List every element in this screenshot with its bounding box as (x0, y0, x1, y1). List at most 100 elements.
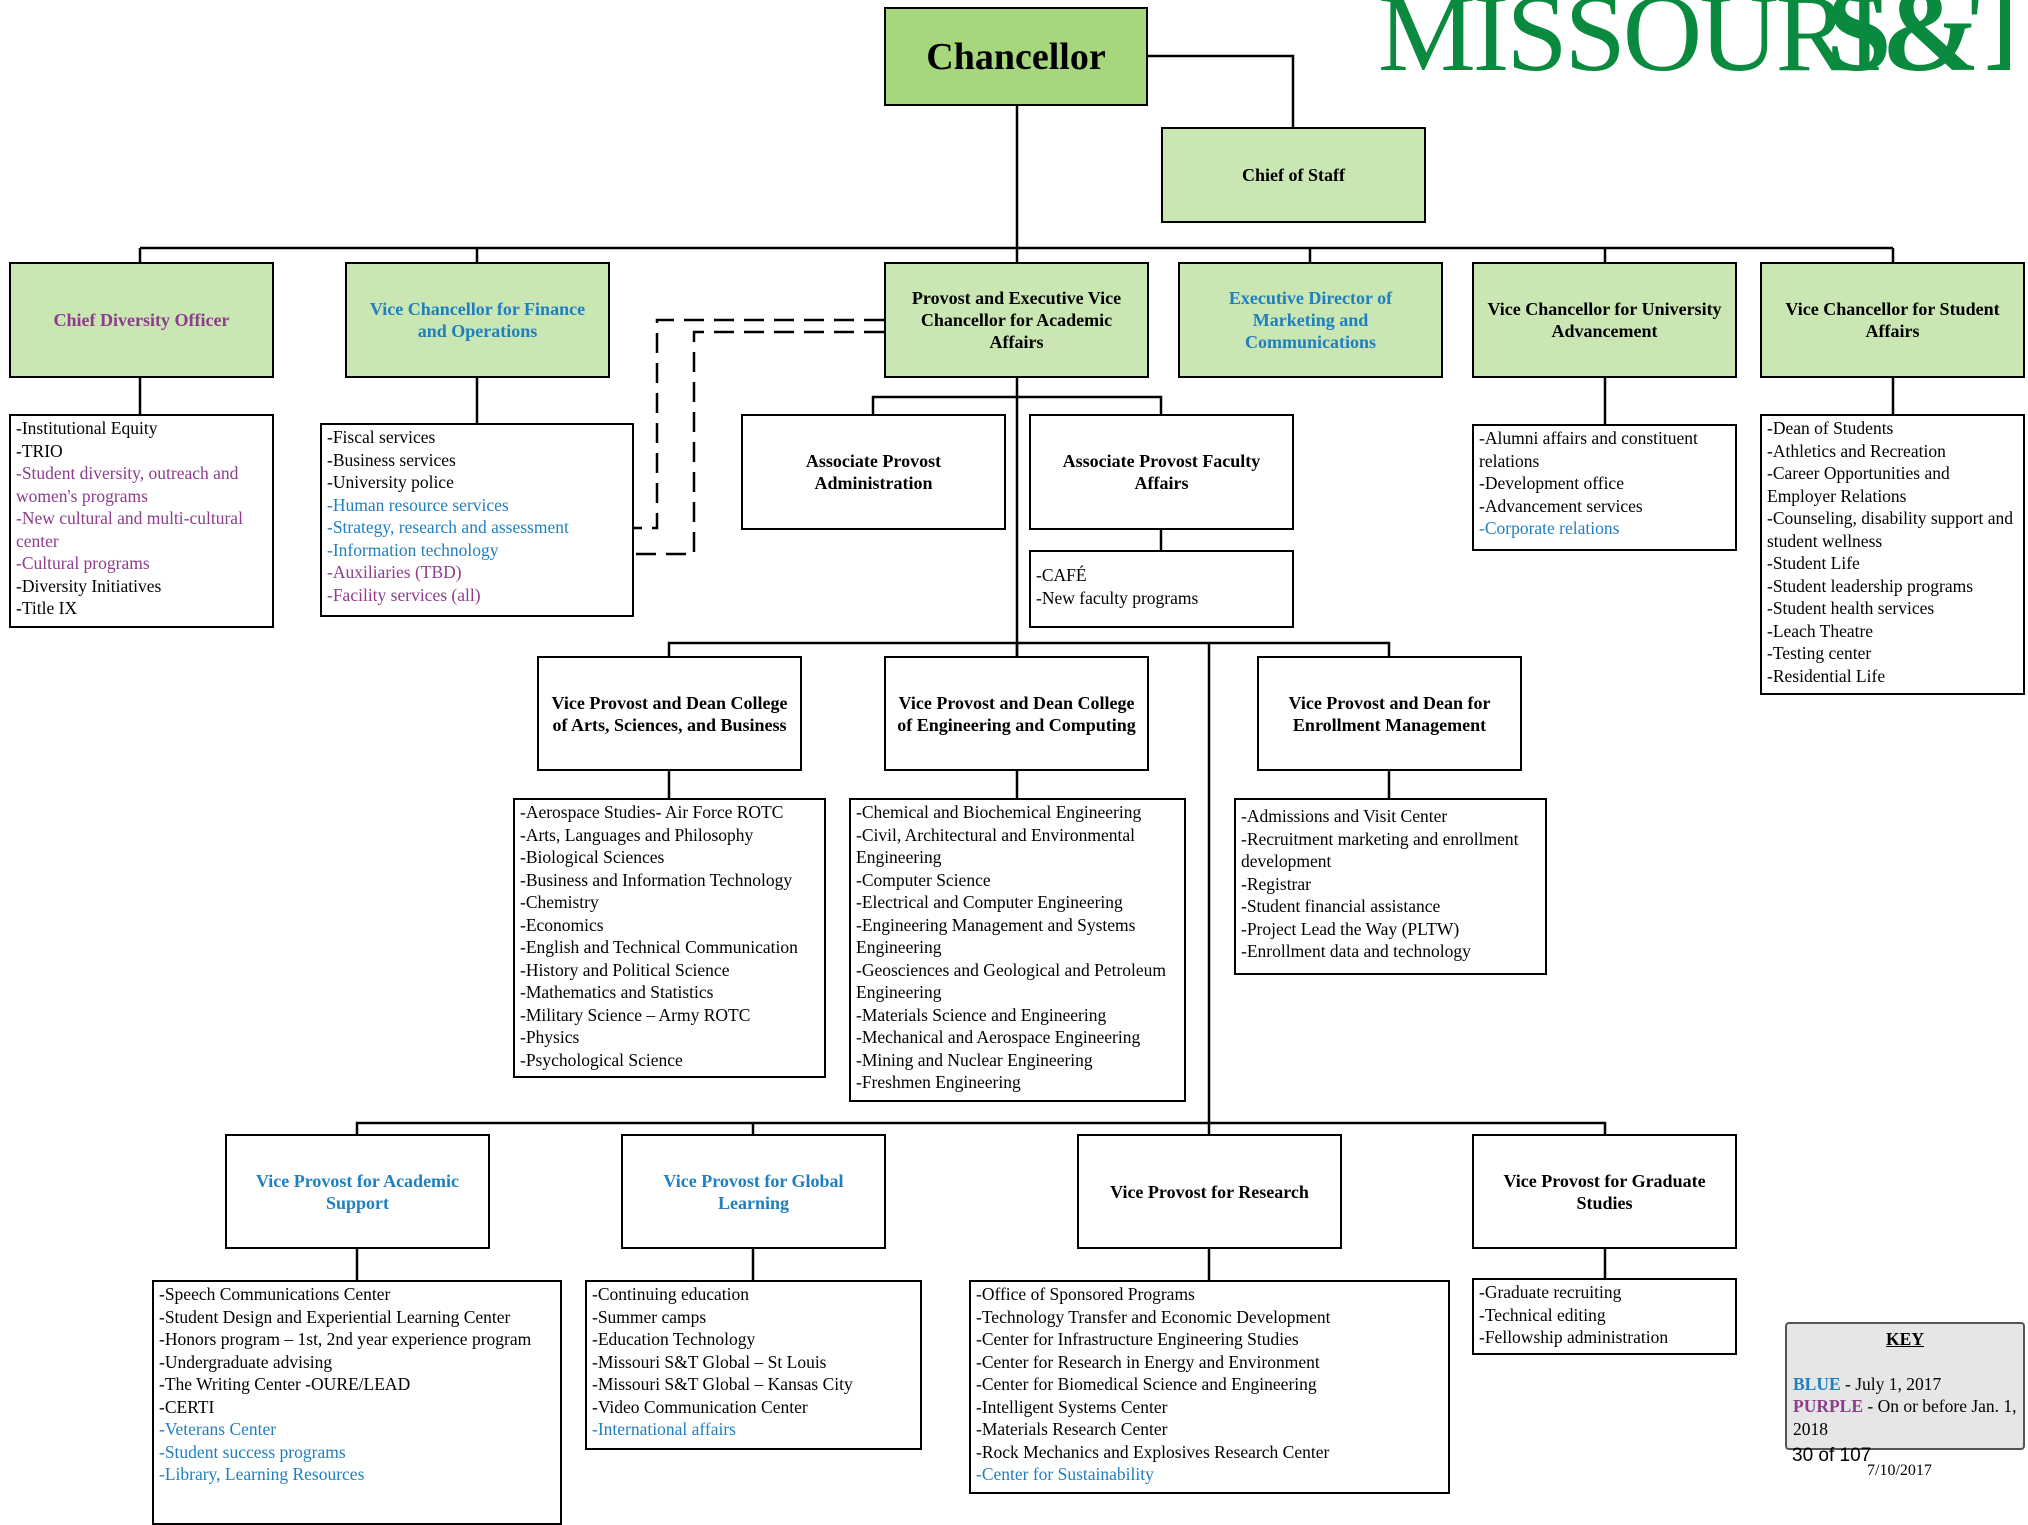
list-item: -Enrollment data and technology (1241, 941, 1471, 961)
vp-global-learning-box: Vice Provost for Global Learning (621, 1134, 886, 1249)
list-item: -Center for Research in Energy and Envir… (976, 1351, 1320, 1372)
list-item: -Center for Sustainability (976, 1464, 1154, 1484)
academic-support-list: -Speech Communications Center -Student D… (152, 1280, 562, 1525)
list-item: -Admissions and Visit Center (1241, 806, 1448, 826)
list-item: -Fellowship administration (1479, 1327, 1669, 1347)
list-item: -Biological Sciences (520, 847, 665, 867)
vp-graduate-studies-box: Vice Provost for Graduate Studies (1472, 1134, 1737, 1249)
color-key: KEY BLUE - July 1, 2017 PURPLE - On or b… (1785, 1322, 2025, 1450)
list-item: -Title IX (16, 598, 78, 618)
graduate-studies-list: -Graduate recruiting -Technical editing … (1472, 1278, 1737, 1355)
advancement-list: -Alumni affairs and constituent relation… (1472, 424, 1737, 551)
list-item: -Undergraduate advising (159, 1351, 333, 1372)
dean-enrollment-management-box: Vice Provost and Dean for Enrollment Man… (1257, 656, 1522, 771)
research-list: -Office of Sponsored Programs -Technolog… (969, 1280, 1450, 1494)
list-item: -TRIO (16, 440, 63, 461)
document-date: 7/10/2017 (1867, 1462, 1932, 1479)
list-item: -Video Communication Center (592, 1396, 808, 1417)
list-item: -Economics (520, 914, 604, 935)
list-item: -Testing center (1767, 643, 1872, 663)
list-item: -Psychological Science (520, 1049, 683, 1070)
list-item: -Technical editing (1479, 1304, 1606, 1325)
list-item: -Auxiliaries (TBD) (327, 562, 462, 582)
list-item: -Project Lead the Way (PLTW) (1241, 918, 1460, 939)
list-item: -Graduate recruiting (1479, 1282, 1622, 1302)
list-item: -Career Opportunities and Employer Relat… (1767, 463, 1950, 506)
engineering-departments-list: -Chemical and Biochemical Engineering -C… (849, 798, 1186, 1102)
list-item: -Leach Theatre (1767, 620, 1874, 641)
list-item: -Student health services (1767, 598, 1935, 618)
list-item: -Mining and Nuclear Engineering (856, 1049, 1093, 1070)
list-item: -Materials Science and Engineering (856, 1004, 1107, 1025)
finance-list: -Fiscal services -Business services -Uni… (320, 423, 634, 617)
list-item: -Athletics and Recreation (1767, 440, 1946, 461)
list-item: -Missouri S&T Global – Kansas City (592, 1374, 853, 1394)
associate-provost-faculty-box: Associate Provost Faculty Affairs (1029, 414, 1294, 530)
list-item: -Continuing education (592, 1284, 749, 1304)
list-item: -Mechanical and Aerospace Engineering (856, 1027, 1141, 1047)
list-item: -The Writing Center -OURE/LEAD (159, 1374, 411, 1394)
list-item: -Recruitment marketing and enrollment de… (1241, 828, 1519, 872)
list-item: -Alumni affairs and constituent relation… (1479, 428, 1698, 471)
list-item: -Summer camps (592, 1306, 707, 1327)
page-number: 30 of 107 (1792, 1445, 1872, 1466)
list-item: -Honors program – 1st, 2nd year experien… (159, 1329, 532, 1349)
list-item: -Center for Infrastructure Engineering S… (976, 1329, 1299, 1349)
list-item: -Student leadership programs (1767, 575, 1974, 596)
list-item: -Facility services (all) (327, 584, 481, 605)
list-item: -Technology Transfer and Economic Develo… (976, 1306, 1331, 1327)
list-item: -Advancement services (1479, 495, 1643, 516)
list-item: -Office of Sponsored Programs (976, 1284, 1195, 1304)
list-item: -Information technology (327, 539, 499, 560)
list-item: -Materials Research Center (976, 1419, 1168, 1439)
list-item: -Development office (1479, 473, 1624, 493)
list-item: -Education Technology (592, 1329, 756, 1349)
list-item: -Business and Information Technology (520, 869, 793, 890)
list-item: -History and Political Science (520, 959, 730, 980)
list-item: -Rock Mechanics and Explosives Research … (976, 1441, 1330, 1462)
list-item: -Human resource services (327, 494, 509, 515)
list-item: -Missouri S&T Global – St Louis (592, 1351, 827, 1372)
key-blue-entry: BLUE - July 1, 2017 (1793, 1373, 1942, 1394)
vp-research-box: Vice Provost for Research (1077, 1134, 1342, 1249)
list-item: -Cultural programs (16, 553, 150, 573)
chief-of-staff-box: Chief of Staff (1161, 127, 1426, 223)
list-item: -Civil, Architectural and Environmental … (856, 824, 1135, 868)
list-item: -Mathematics and Statistics (520, 982, 714, 1002)
list-item: -CAFÉ (1036, 565, 1087, 585)
arts-departments-list: -Aerospace Studies- Air Force ROTC -Arts… (513, 798, 826, 1078)
chief-diversity-officer-box: Chief Diversity Officer (9, 262, 274, 378)
list-item: -Student Design and Experiential Learnin… (159, 1306, 511, 1327)
list-item: -Physics (520, 1027, 580, 1047)
list-item: -Diversity Initiatives (16, 575, 162, 596)
list-item: -Computer Science (856, 869, 991, 890)
diversity-list: -Institutional Equity -TRIO -Student div… (9, 414, 274, 628)
list-item: -Center for Biomedical Science and Engin… (976, 1374, 1317, 1394)
list-item: -Arts, Languages and Philosophy (520, 824, 754, 845)
list-item: -Library, Learning Resources (159, 1464, 365, 1484)
list-item: -Student diversity, outreach and women's… (16, 463, 239, 506)
list-item: -Intelligent Systems Center (976, 1396, 1168, 1417)
list-item: -New cultural and multi-cultural center (16, 508, 243, 551)
associate-provost-administration-box: Associate Provost Administration (741, 414, 1006, 530)
list-item: -Military Science – Army ROTC (520, 1004, 751, 1025)
key-purple-entry: PURPLE - On or before Jan. 1, 2018 (1793, 1396, 2017, 1439)
list-item: -Veterans Center (159, 1419, 277, 1439)
list-item: -Speech Communications Center (159, 1284, 391, 1304)
list-item: -Freshmen Engineering (856, 1072, 1021, 1092)
list-item: -Dean of Students (1767, 418, 1894, 438)
chancellor-box: Chancellor (884, 7, 1148, 106)
list-item: -Electrical and Computer Engineering (856, 892, 1123, 912)
list-item: -University police (327, 472, 454, 492)
list-item: -Strategy, research and assessment (327, 517, 569, 537)
list-item: -English and Technical Communication (520, 937, 798, 957)
exec-director-marketing-box: Executive Director of Marketing and Comm… (1178, 262, 1443, 378)
list-item: -Institutional Equity (16, 418, 158, 438)
provost-box: Provost and Executive Vice Chancellor fo… (884, 262, 1149, 378)
key-title: KEY (1886, 1329, 1924, 1349)
list-item: -Student success programs (159, 1441, 346, 1462)
list-item: -Geosciences and Geological and Petroleu… (856, 959, 1167, 1003)
missouri-st-logo: MISSOURI S&T (1378, 0, 2010, 78)
